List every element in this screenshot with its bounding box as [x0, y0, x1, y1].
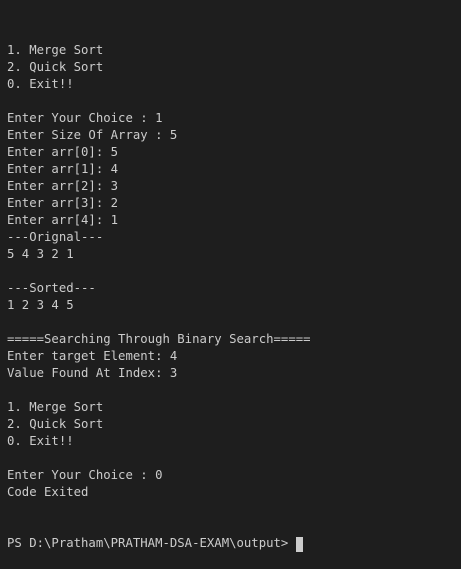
terminal-line: 0. Exit!!: [7, 77, 74, 91]
terminal-line: Enter Size Of Array : 5: [7, 128, 178, 142]
terminal-line: Enter Your Choice : 0: [7, 468, 163, 482]
terminal-line: Enter arr[2]: 3: [7, 179, 119, 193]
terminal-line: 2. Quick Sort: [7, 417, 104, 431]
terminal-blank-line: [7, 382, 461, 399]
terminal-output[interactable]: 1. Merge Sort 2. Quick Sort 0. Exit!! Enter…: [0, 0, 461, 552]
terminal-prompt: PS D:\Pratham\PRATHAM-DSA-EXAM\output>: [7, 536, 289, 550]
terminal-line: Enter arr[1]: 4: [7, 162, 119, 176]
terminal-line: =====Searching Through Binary Search====…: [7, 332, 311, 346]
terminal-line: 1. Merge Sort: [7, 400, 104, 414]
terminal-blank-line: [7, 263, 461, 280]
terminal-line: ---Orignal---: [7, 230, 104, 244]
terminal-blank-line: [7, 450, 461, 467]
terminal-line: 1. Merge Sort: [7, 43, 104, 57]
terminal-line: Enter arr[3]: 2: [7, 196, 119, 210]
terminal-line: 0. Exit!!: [7, 434, 74, 448]
terminal-line: 1 2 3 4 5: [7, 298, 74, 312]
terminal-cursor[interactable]: [296, 537, 304, 552]
terminal-prompt-line[interactable]: PS D:\Pratham\PRATHAM-DSA-EXAM\output>: [7, 535, 461, 552]
terminal-line: Code Exited: [7, 485, 89, 499]
terminal-line: 2. Quick Sort: [7, 60, 104, 74]
terminal-line: Value Found At Index: 3: [7, 366, 178, 380]
terminal-line: Enter Your Choice : 1: [7, 111, 163, 125]
terminal-line: ---Sorted---: [7, 281, 96, 295]
terminal-lines: 1. Merge Sort 2. Quick Sort 0. Exit!! Enter…: [7, 42, 461, 501]
terminal-line: Enter target Element: 4: [7, 349, 178, 363]
terminal-blank-line: [7, 314, 461, 331]
terminal-line: Enter arr[4]: 1: [7, 213, 119, 227]
terminal-line: 5 4 3 2 1: [7, 247, 74, 261]
terminal-line: Enter arr[0]: 5: [7, 145, 119, 159]
terminal-blank-line: [7, 93, 461, 110]
